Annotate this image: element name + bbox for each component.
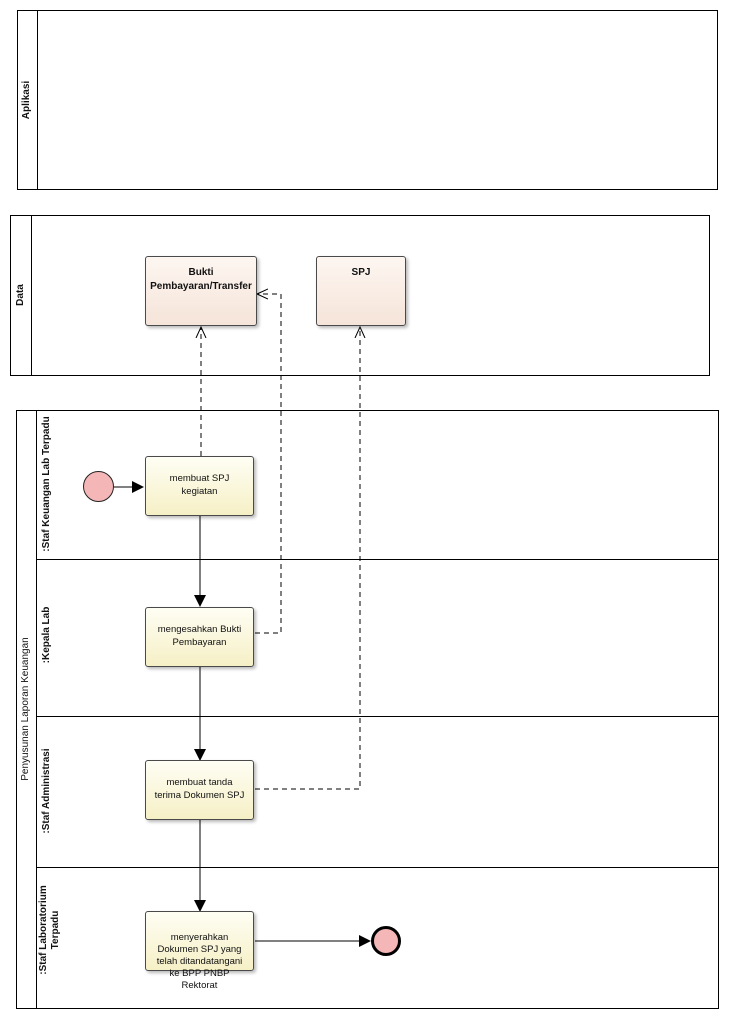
task-label-line2: kegiatan: [181, 486, 218, 497]
data-object-label-line2: Pembayaran/Transfer: [150, 280, 252, 292]
lane-label-line1: :Staf Laboratorium: [38, 885, 49, 975]
task-menyerahkan-dokumen-spj[interactable]: menyerahkan Dokumen SPJ yang telah ditan…: [145, 911, 254, 991]
data-object-label-line1: Bukti: [188, 267, 214, 278]
pool-label-aplikasi: Aplikasi: [21, 80, 32, 120]
task-label-line1: membuat tanda: [166, 777, 233, 789]
task-label-line3: telah ditandatangani: [156, 955, 243, 967]
lane-label-staf-laboratorium: :Staf Laboratorium Terpadu: [38, 860, 64, 1000]
task-label-line5: Rektorat: [181, 979, 218, 991]
task-label-line1: mengesahkan Bukti: [157, 624, 242, 636]
pool-aplikasi-frame: [17, 10, 718, 190]
task-membuat-spj-kegiatan[interactable]: membuat SPJ kegiatan: [145, 456, 254, 516]
pool-main-frame: [16, 410, 719, 1009]
association-task2-to-bukti: [255, 294, 282, 634]
data-object-spj[interactable]: SPJ: [316, 256, 406, 326]
pool-label-main: Penyusunan Laporan Keuangan: [20, 637, 31, 781]
task-label-line4: ke BPP PNBP: [169, 967, 230, 979]
lane-label-line2: Terpadu: [50, 910, 61, 950]
task-label-line1: membuat SPJ: [169, 473, 230, 485]
task-label-line2: Pembayaran: [172, 637, 227, 648]
task-label-line1: menyerahkan: [170, 932, 229, 943]
data-object-label: SPJ: [351, 267, 371, 278]
pool-label-data: Data: [15, 284, 26, 306]
task-label-line2: Dokumen SPJ yang: [157, 943, 242, 955]
association-task3-to-spj: [255, 327, 360, 790]
lane-label-staf-administrasi: :Staf Administrasi: [41, 748, 52, 834]
end-event[interactable]: [371, 926, 401, 956]
pool-data-frame: [10, 215, 710, 376]
lane-label-kepala-lab: :Kepala Lab: [41, 606, 52, 664]
task-membuat-tanda-terima[interactable]: membuat tanda terima Dokumen SPJ: [145, 760, 254, 820]
start-event[interactable]: [83, 471, 114, 502]
data-object-bukti-pembayaran[interactable]: Bukti Pembayaran/Transfer: [145, 256, 257, 326]
lane-label-staf-keuangan: :Staf Keuangan Lab Terpadu: [41, 416, 52, 552]
task-label-line2: terima Dokumen SPJ: [154, 790, 245, 801]
task-mengesahkan-bukti-pembayaran[interactable]: mengesahkan Bukti Pembayaran: [145, 607, 254, 667]
